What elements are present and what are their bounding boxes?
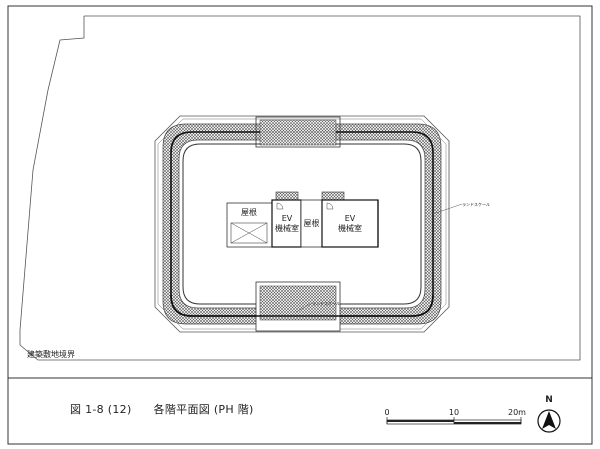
label-ev-left-line2: 機械室 [275,223,299,233]
leader-bottom: ランドスケール [295,300,340,313]
label-roof-left: 屋根 [241,207,257,217]
leader-bottom-text: ランドスケール [312,300,340,306]
north-label: N [545,395,553,405]
bottom-connection [170,281,434,332]
site-boundary-label: 建築敷地境界 [27,349,75,359]
hatch-strip-left [275,191,299,201]
scale-tick-10: 10 [449,408,459,417]
label-ev-left-line1: EV [282,214,293,223]
figure-number: 図 1-8 (12) [70,403,132,416]
leader-right: ランドスケール [432,201,490,215]
sheet-frame [7,5,593,445]
scale-tick-0: 0 [384,408,389,417]
label-ev-right-line2: 機械室 [338,223,362,233]
top-connection [255,116,341,148]
label-ev-right-line1: EV [345,214,356,223]
label-roof-center: 屋根 [304,218,320,228]
north-arrow-icon: N [537,395,561,433]
room-ev-left [271,199,302,248]
title-block: 図 1-8 (12) 各階平面図 (PH 階) [70,401,370,425]
site-boundary-line [19,15,581,361]
hatch-strip-right [321,191,345,201]
scale-tick-20: 20m [508,408,526,417]
leader-right-text: ランドスケール [462,201,490,207]
figure-title: 各階平面図 (PH 階) [153,403,254,416]
room-ev-right [321,199,379,248]
scale-bar: 0 10 20m [384,408,526,425]
room-roof-left [226,202,273,248]
